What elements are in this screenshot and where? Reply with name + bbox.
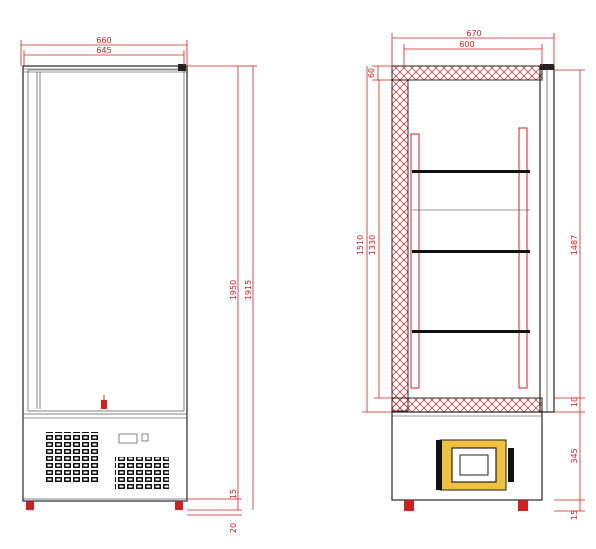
front-view: 660 645 1950 1915 15 20: [20, 36, 257, 533]
front-dim-1915: 1915: [242, 65, 257, 510]
shelf-rail-front: [518, 127, 528, 389]
dim-label-1915: 1915: [244, 280, 253, 300]
dim-label-1950: 1950: [229, 280, 238, 300]
dim-label-1510: 1510: [356, 235, 365, 255]
inner-cavity: [407, 79, 541, 399]
dim-label-15: 15: [229, 489, 238, 499]
dim-label-645: 645: [96, 46, 111, 55]
side-dim-10: 10: [554, 397, 585, 407]
dim-label-345: 345: [570, 448, 579, 463]
shelf-1: [412, 170, 530, 173]
control-button[interactable]: [141, 433, 149, 442]
front-dim-645: 645: [23, 46, 185, 66]
front-dim-660: 660: [20, 36, 188, 66]
side-foot-front: [518, 500, 528, 511]
front-door: [27, 69, 185, 412]
shelf-3: [412, 330, 530, 333]
shelf-rail-rear: [410, 133, 420, 389]
side-dim-670: 670: [391, 29, 555, 66]
front-top-hinge: [178, 64, 186, 71]
front-foot-right: [175, 501, 183, 510]
shelf-2: [412, 250, 530, 253]
dim-label-600: 600: [459, 40, 474, 49]
side-dim-1510: 1510: [356, 66, 392, 413]
dim-label-670: 670: [466, 29, 481, 38]
dim-label-1330: 1330: [368, 235, 377, 255]
side-dim-1487: 1487: [554, 69, 585, 413]
side-view: 670 600 60 1510 1330: [356, 29, 585, 520]
side-dim-600: 600: [403, 40, 543, 66]
dim-label-10: 10: [570, 397, 579, 407]
side-dim-345: 345: [554, 412, 585, 501]
control-display[interactable]: [118, 433, 138, 444]
door-lock[interactable]: [101, 400, 107, 409]
front-base-panel: [22, 413, 188, 500]
shelves: [412, 170, 530, 333]
dim-label-side-15: 15: [570, 510, 579, 520]
side-foot-rear: [404, 500, 414, 511]
front-foot-left: [26, 501, 34, 510]
insulation-shell: [391, 65, 543, 413]
front-dim-base: 15 20: [187, 489, 242, 533]
dim-label-660: 660: [96, 36, 111, 45]
dim-label-1487: 1487: [570, 235, 579, 255]
front-vent-left: [45, 432, 99, 484]
side-dim-1330: 1330: [368, 80, 392, 399]
side-dim-15: 15: [554, 500, 585, 520]
side-top-hinge: [540, 64, 554, 70]
front-vent-right: [115, 457, 169, 489]
compressor: [436, 439, 514, 491]
front-dim-1950: 1950: [187, 65, 242, 511]
dim-label-20: 20: [229, 523, 238, 533]
dim-label-60: 60: [367, 68, 376, 78]
side-dim-60: 60: [367, 65, 392, 81]
